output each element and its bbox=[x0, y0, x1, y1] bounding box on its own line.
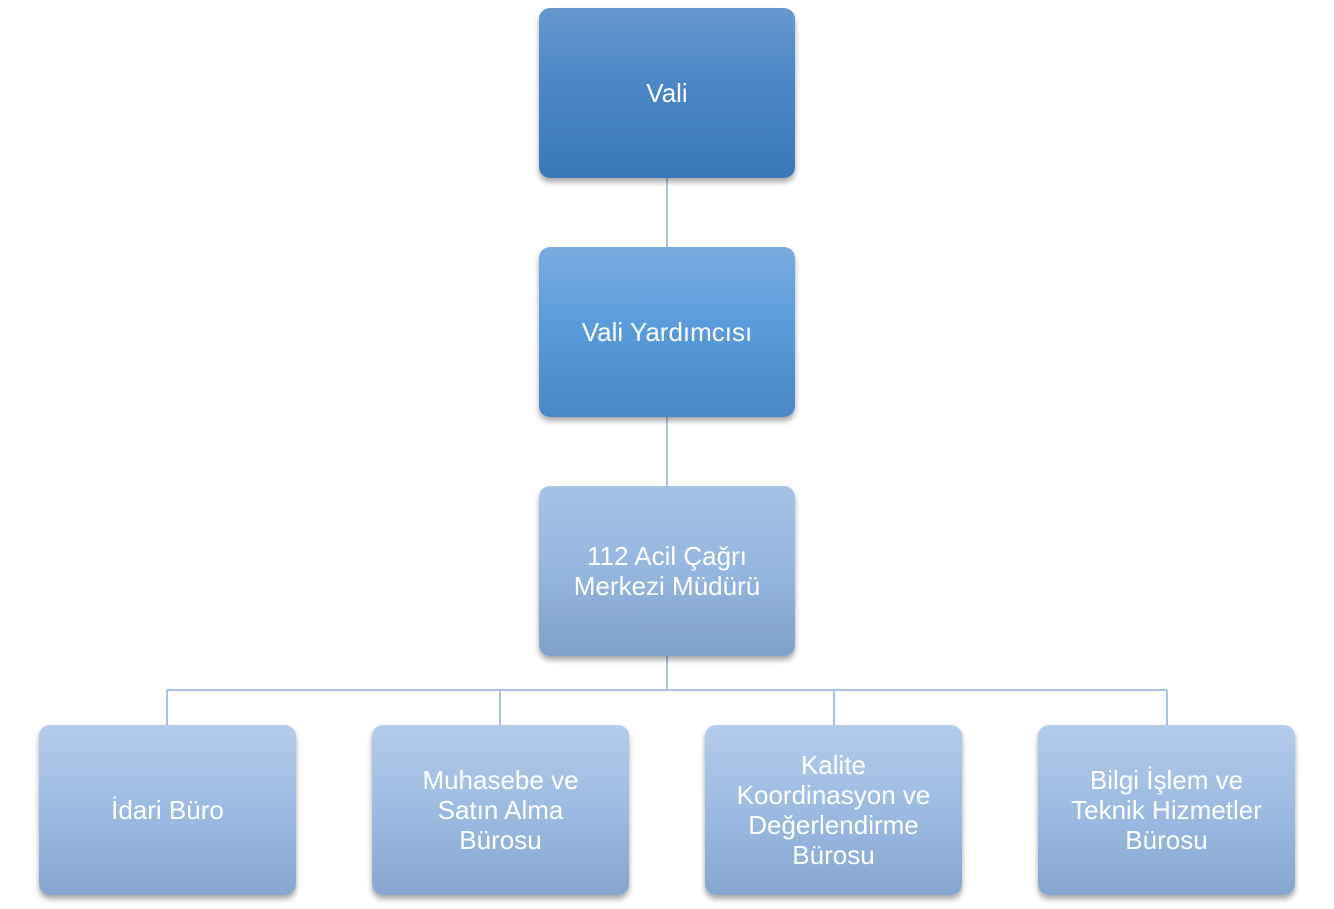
node-muhasebe-satin-alma-label: Muhasebe ve Satın Alma Bürosu bbox=[422, 765, 579, 855]
node-muhasebe-satin-alma: Muhasebe ve Satın Alma Bürosu bbox=[372, 725, 629, 895]
node-vali-yardimcisi-label: Vali Yardımcısı bbox=[581, 317, 753, 347]
node-vali: Vali bbox=[539, 8, 795, 178]
node-112-mudur: 112 Acil Çağrı Merkezi Müdürü bbox=[539, 486, 795, 656]
node-kalite-koordinasyon: Kalite Koordinasyon ve Değerlendirme Bür… bbox=[705, 725, 962, 895]
node-idari-buro-label: İdari Büro bbox=[111, 795, 224, 825]
node-bilgi-islem-label: Bilgi İşlem ve Teknik Hizmetler Bürosu bbox=[1071, 765, 1262, 855]
node-bilgi-islem: Bilgi İşlem ve Teknik Hizmetler Bürosu bbox=[1038, 725, 1295, 895]
node-112-mudur-label: 112 Acil Çağrı Merkezi Müdürü bbox=[573, 541, 761, 601]
node-idari-buro: İdari Büro bbox=[39, 725, 296, 895]
node-kalite-koordinasyon-label: Kalite Koordinasyon ve Değerlendirme Bür… bbox=[736, 750, 931, 870]
node-vali-yardimcisi: Vali Yardımcısı bbox=[539, 247, 795, 417]
node-vali-label: Vali bbox=[646, 78, 688, 108]
